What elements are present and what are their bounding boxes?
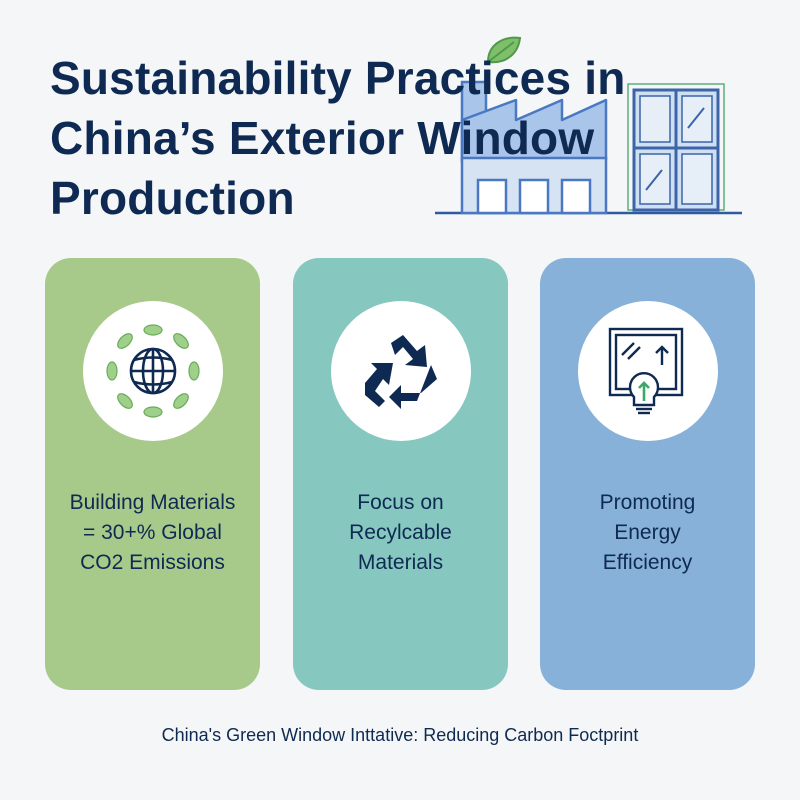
title-line-1: Sustainability Practices in: [50, 52, 626, 104]
card-line: Building Materials: [69, 491, 236, 514]
card-text: Focus on Recylcable Materials: [293, 488, 508, 578]
icon-circle: [331, 301, 471, 441]
globe-leaves-icon: [106, 324, 200, 418]
leaf-icon: [486, 36, 522, 64]
card-line: = 30+% Global: [83, 521, 222, 544]
icon-circle: [578, 301, 718, 441]
footer-caption: China's Green Window Inttative: Reducing…: [161, 725, 639, 745]
card-building-materials: Building Materials = 30+% Global CO2 Emi…: [45, 258, 260, 690]
card-line: Recylcable: [349, 521, 452, 544]
card-text: Promoting Energy Efficiency: [540, 488, 755, 578]
window-lightbulb-icon: [608, 327, 684, 415]
factory-window-illustration: [435, 36, 742, 215]
card-line: CO2 Emissions: [80, 551, 225, 574]
title-line-2: China’s Exterior Window: [50, 112, 595, 164]
card-line: Energy: [614, 521, 681, 544]
card-recyclable-materials: Focus on Recylcable Materials: [293, 258, 508, 690]
card-text: Building Materials = 30+% Global CO2 Emi…: [45, 488, 260, 578]
card-line: Focus on: [357, 491, 444, 514]
title-line-3: Production: [50, 172, 295, 224]
card-energy-efficiency: Promoting Energy Efficiency: [540, 258, 755, 690]
recycle-icon: [365, 335, 437, 409]
cards-row: Building Materials = 30+% Global CO2 Emi…: [45, 258, 755, 690]
card-line: Promoting: [599, 491, 696, 514]
page-title: Sustainability Practices in China’s Exte…: [50, 48, 750, 228]
icon-circle: [83, 301, 223, 441]
card-line: Efficiency: [602, 551, 693, 574]
card-line: Materials: [357, 551, 444, 574]
